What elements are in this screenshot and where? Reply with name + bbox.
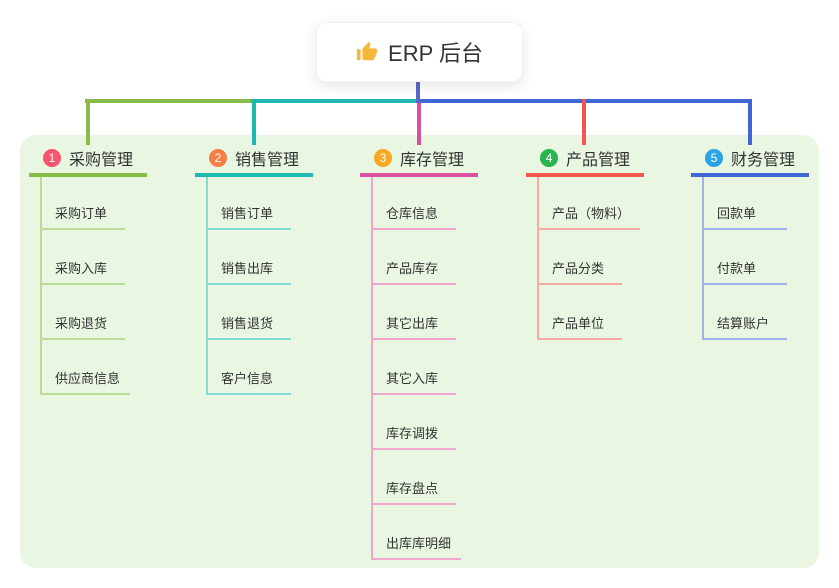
child-node[interactable]: 供应商信息	[40, 370, 131, 395]
child-node[interactable]: 回款单	[702, 205, 787, 230]
branch-3-number-badge: 3	[374, 149, 392, 167]
edge-branch-1-drop	[86, 99, 90, 145]
branch-4-number-badge: 4	[540, 149, 558, 167]
branch-node-1[interactable]: 1 采购管理	[29, 143, 147, 177]
branch-4-spine	[537, 177, 539, 340]
child-node[interactable]: 结算账户	[702, 315, 787, 340]
child-node[interactable]: 销售订单	[206, 205, 291, 230]
edge-branch-1-horizontal	[85, 99, 255, 103]
child-node[interactable]: 其它入库	[371, 370, 456, 395]
edge-branch-4-drop	[582, 99, 586, 145]
branch-3-spine	[371, 177, 373, 560]
branch-2-number-badge: 2	[209, 149, 227, 167]
root-node[interactable]: ERP 后台	[316, 22, 523, 82]
branch-node-4[interactable]: 4 产品管理	[526, 143, 644, 177]
child-node[interactable]: 其它出库	[371, 315, 456, 340]
child-node[interactable]: 采购退货	[40, 315, 125, 340]
child-node[interactable]: 产品分类	[537, 260, 622, 285]
branch-5-spine	[702, 177, 704, 340]
child-node[interactable]: 付款单	[702, 260, 787, 285]
branches-panel	[20, 135, 819, 568]
branch-4-label: 产品管理	[566, 152, 631, 169]
child-node[interactable]: 采购订单	[40, 205, 125, 230]
child-node[interactable]: 库存盘点	[371, 480, 456, 505]
branch-2-label: 销售管理	[235, 152, 300, 169]
root-node-label: ERP 后台	[388, 41, 483, 66]
branch-5-label: 财务管理	[731, 152, 796, 169]
edge-branch-5-drop	[748, 99, 752, 145]
edge-branch-2-drop	[252, 99, 256, 145]
child-node[interactable]: 仓库信息	[371, 205, 456, 230]
child-node[interactable]: 客户信息	[206, 370, 291, 395]
branch-3-label: 库存管理	[400, 152, 465, 169]
edge-branch-3-drop	[417, 103, 421, 145]
branch-1-label: 采购管理	[69, 152, 134, 169]
child-node[interactable]: 产品库存	[371, 260, 456, 285]
branch-node-5[interactable]: 5 财务管理	[691, 143, 809, 177]
branch-node-3[interactable]: 3 库存管理	[360, 143, 478, 177]
branch-node-2[interactable]: 2 销售管理	[195, 143, 313, 177]
child-node[interactable]: 产品单位	[537, 315, 622, 340]
branch-5-number-badge: 5	[705, 149, 723, 167]
branch-1-spine	[40, 177, 42, 395]
child-node[interactable]: 采购入库	[40, 260, 125, 285]
child-node[interactable]: 销售退货	[206, 315, 291, 340]
child-node[interactable]: 库存调拨	[371, 425, 456, 450]
edge-root-vertical	[416, 80, 420, 103]
child-node[interactable]: 销售出库	[206, 260, 291, 285]
branch-2-spine	[206, 177, 208, 395]
branch-1-number-badge: 1	[43, 149, 61, 167]
thumbs-up-icon	[356, 41, 378, 61]
edge-branch-2-horizontal	[251, 99, 420, 103]
child-node[interactable]: 产品（物料）	[537, 205, 641, 230]
child-node[interactable]: 出库库明细	[371, 535, 462, 560]
